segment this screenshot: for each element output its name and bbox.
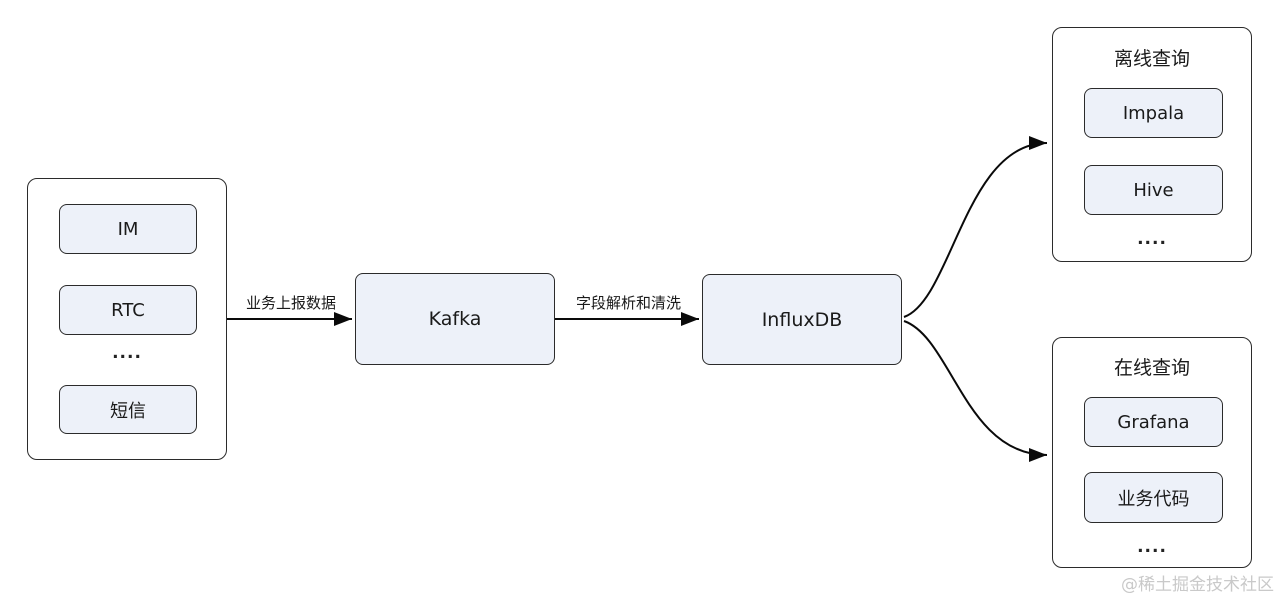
node-grafana: Grafana — [1084, 397, 1223, 447]
node-sms: 短信 — [59, 385, 197, 434]
edge-label-source-to-kafka: 业务上报数据 — [245, 294, 336, 312]
online-group-ellipsis: .... — [1137, 537, 1167, 557]
node-impala: Impala — [1084, 88, 1223, 138]
watermark: @稀土掘金技术社区 — [1121, 575, 1274, 595]
online-group-title: 在线查询 — [1113, 357, 1190, 379]
offline-group-ellipsis: .... — [1137, 229, 1167, 249]
node-rtc: RTC — [59, 285, 197, 335]
offline-group-box: 离线查询 Impala Hive .... — [1052, 27, 1252, 262]
node-kafka: Kafka — [355, 273, 555, 365]
arrow-influxdb-to-offline — [903, 136, 1048, 318]
edge-label-kafka-to-influxdb: 字段解析和清洗 — [575, 294, 681, 312]
offline-group-title: 离线查询 — [1113, 48, 1190, 70]
source-group-box: IM RTC .... 短信 — [27, 178, 227, 460]
node-business-code: 业务代码 — [1084, 472, 1223, 523]
node-im: IM — [59, 204, 197, 254]
arrow-influxdb-to-online — [903, 320, 1048, 462]
node-influxdb: InfluxDB — [702, 274, 902, 365]
source-group-ellipsis: .... — [112, 343, 142, 363]
node-hive: Hive — [1084, 165, 1223, 215]
online-group-box: 在线查询 Grafana 业务代码 .... — [1052, 337, 1252, 568]
